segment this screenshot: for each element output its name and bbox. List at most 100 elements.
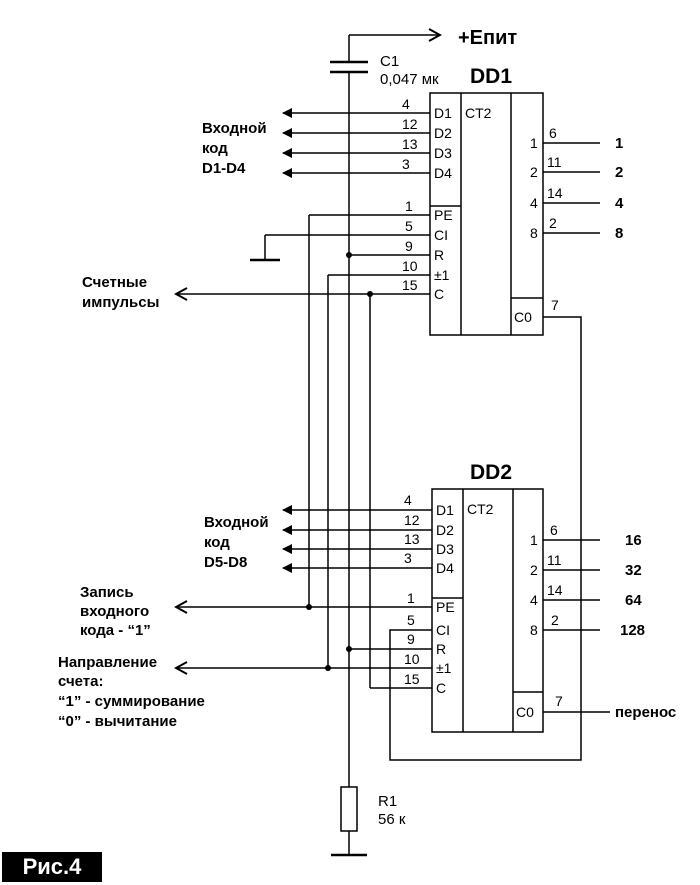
dd1-out-value: 1 — [615, 135, 623, 152]
dd2-in-label: ±1 — [436, 660, 452, 676]
dd1-out-weight: 4 — [530, 195, 538, 211]
dd2-in-pin: 15 — [404, 671, 420, 687]
dd1-in-pin: 9 — [405, 238, 413, 254]
annotation-line: входного — [80, 603, 149, 620]
dd1-carry-label: C0 — [514, 309, 532, 325]
dd1-in-label: CI — [434, 227, 448, 243]
dd2-in-label: D3 — [436, 541, 454, 557]
annotation-line: код — [204, 534, 230, 551]
dd1-in-pin: 4 — [402, 96, 410, 112]
dd1-in-label: ±1 — [434, 267, 450, 283]
dd2-in-pin: 9 — [407, 631, 415, 647]
dd1-out-pin: 6 — [549, 125, 557, 141]
annotation-line: “1” - суммирование — [58, 693, 205, 710]
c1-name: C1 — [380, 53, 399, 70]
dd2-type: CT2 — [467, 501, 494, 517]
carry-loop-wire — [389, 316, 582, 761]
dd1-in-pin: 15 — [402, 277, 418, 293]
dd2-out-value: 16 — [625, 532, 642, 549]
dd2-inputs: D1 D2 D3 D4 PE CI R ±1 C 4 12 13 3 1 5 9… — [404, 492, 455, 696]
dd1-outputs: 1 2 4 8 6 11 14 2 1 2 4 8 C0 7 — [514, 125, 624, 325]
dd1-out-pin: 14 — [547, 185, 563, 201]
dd1-in-pin: 3 — [402, 156, 410, 172]
dd2-out-value: 32 — [625, 562, 642, 579]
dd2-in-label: D4 — [436, 560, 454, 576]
dd2-out-pin: 2 — [551, 612, 559, 628]
dd1-out-value: 2 — [615, 164, 623, 181]
dd1-out-weight: 2 — [530, 164, 538, 180]
dd2-in-pin: 10 — [404, 651, 420, 667]
annotation-line: D5-D8 — [204, 554, 247, 571]
dd2-out-value: 128 — [620, 622, 645, 639]
annotation-line: D1-D4 — [202, 160, 246, 177]
annotation-line: “0” - вычитание — [58, 713, 177, 730]
dd1-in-pin: 12 — [402, 116, 418, 132]
c1-value: 0,047 мк — [380, 71, 439, 88]
dd1-in-label: D2 — [434, 125, 452, 141]
dd2-out-weight: 4 — [530, 592, 538, 608]
dd2-out-pin: 11 — [547, 552, 562, 568]
input-code-1-label: Входной код D1-D4 — [202, 120, 267, 177]
load-label: Запись входного кода - “1” — [80, 584, 151, 639]
dd1-in-label: C — [434, 286, 444, 302]
annotation-line: кода - “1” — [80, 622, 151, 639]
count-pulses-label: Счетные импульсы — [82, 274, 159, 311]
annotation-line: Запись — [80, 584, 134, 601]
figure-label: Рис.4 — [2, 852, 102, 882]
dd1-type: CT2 — [465, 105, 492, 121]
dd1-carry-pin: 7 — [551, 297, 559, 313]
dd1-in-pin: 5 — [405, 218, 413, 234]
r1-name: R1 — [378, 793, 397, 810]
dd1-in-pin: 10 — [402, 258, 418, 274]
dd2-out-pin: 6 — [550, 522, 558, 538]
input-code-2-label: Входной код D5-D8 — [204, 514, 269, 571]
dd2-title: DD2 — [470, 461, 512, 484]
annotation-line: Направление — [58, 654, 157, 671]
dd1-body — [429, 92, 544, 336]
annotation-line: импульсы — [82, 294, 159, 311]
junction-dot — [346, 646, 352, 652]
junction-dot — [325, 665, 331, 671]
dd2-in-label: D2 — [436, 522, 454, 538]
dd2-body — [431, 488, 544, 733]
dd2-out-weight: 8 — [530, 622, 538, 638]
dd2-in-pin: 1 — [407, 590, 415, 606]
dd2-in-pin: 4 — [404, 492, 412, 508]
dd2-out-weight: 2 — [530, 562, 538, 578]
dd2-in-pin: 3 — [404, 550, 412, 566]
dd2-in-pin: 5 — [407, 612, 415, 628]
carry-out-label: перенос — [615, 704, 676, 721]
dd2-carry-label: C0 — [516, 704, 534, 720]
direction-label: Направление счета: “1” - суммирование “0… — [58, 654, 205, 730]
dd1-inputs: D1 D2 D3 D4 PE CI R ±1 C 4 12 13 3 1 5 9… — [402, 96, 453, 302]
annotation-line: Счетные — [82, 274, 147, 291]
dd1-title: DD1 — [470, 65, 512, 88]
dd1-in-pin: 13 — [402, 136, 418, 152]
dd1-in-label: D3 — [434, 145, 452, 161]
annotation-line: Входной — [204, 514, 269, 531]
r1-body — [340, 786, 358, 832]
dd2-in-label: R — [436, 641, 446, 657]
dd2-carry-pin: 7 — [555, 693, 563, 709]
dd2-in-label: D1 — [436, 502, 454, 518]
dd1-out-pin: 11 — [547, 154, 562, 170]
dd2-out-pin: 14 — [547, 582, 563, 598]
annotation-line: Входной — [202, 120, 267, 137]
dd1-in-pin: 1 — [405, 198, 413, 214]
dd2-outputs: 1 2 4 8 6 11 14 2 16 32 64 128 C0 7 пере… — [516, 522, 676, 721]
dd2-in-label: CI — [436, 622, 450, 638]
dd2-in-pin: 12 — [404, 512, 420, 528]
dd1-in-label: R — [434, 247, 444, 263]
dd2-in-pin: 13 — [404, 531, 420, 547]
dd1-in-label: D1 — [434, 105, 452, 121]
supply-label: +Eпит — [458, 27, 517, 49]
dd2-out-value: 64 — [625, 592, 642, 609]
dd2-out-weight: 1 — [530, 532, 538, 548]
dd1-in-label: D4 — [434, 165, 452, 181]
dd1-out-pin: 2 — [549, 215, 557, 231]
dd1-in-label: PE — [434, 207, 453, 223]
junction-dot — [346, 252, 352, 258]
dd1-out-weight: 1 — [530, 135, 538, 151]
annotation-line: код — [202, 140, 228, 157]
